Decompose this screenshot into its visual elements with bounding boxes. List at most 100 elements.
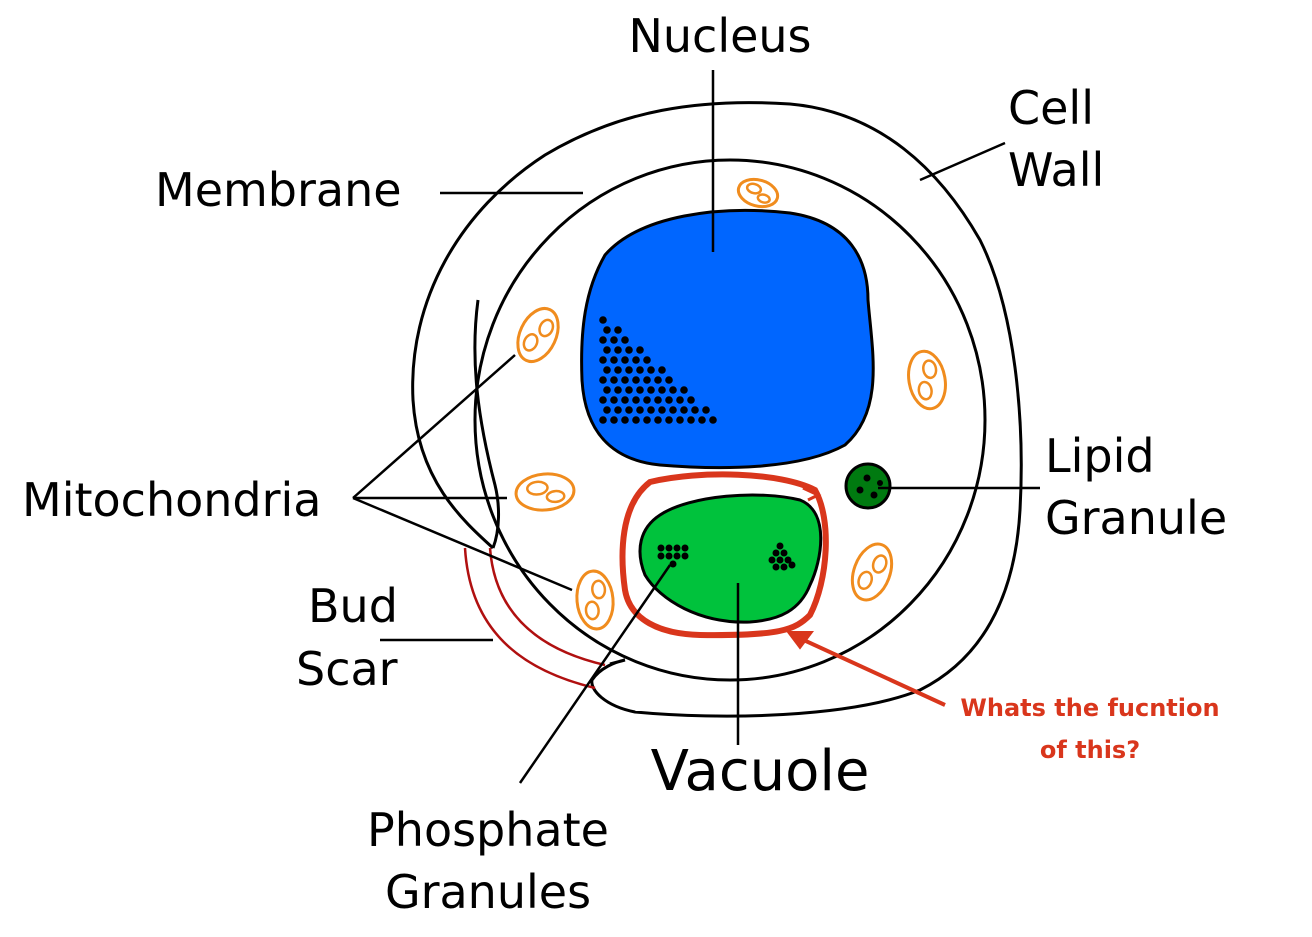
chromatin-dot: [669, 386, 677, 394]
chromatin-dot: [643, 416, 651, 424]
chromatin-dot: [632, 396, 640, 404]
annotation-arrowhead: [786, 631, 814, 650]
chromatin-dot: [636, 346, 644, 354]
label-phosphate-line1: Phosphate: [367, 803, 609, 857]
bud-scar-outer: [463, 547, 596, 690]
chromatin-dot: [680, 406, 688, 414]
phosphate-dot: [681, 544, 689, 552]
chromatin-dot: [665, 416, 673, 424]
chromatin-dot: [621, 356, 629, 364]
phosphate-dot: [665, 544, 673, 552]
mitochondrion: [850, 542, 894, 602]
label-lipid-line2: Granule: [1045, 491, 1227, 545]
chromatin-dot: [658, 366, 666, 374]
label-vacuole: Vacuole: [651, 739, 870, 804]
chromatin-dot: [599, 316, 607, 324]
chromatin-dot: [687, 396, 695, 404]
annotation-tick: [802, 486, 822, 502]
phosphate-dot: [780, 549, 788, 557]
chromatin-dot: [709, 416, 717, 424]
chromatin-dot: [610, 416, 618, 424]
chromatin-dot: [614, 366, 622, 374]
phosphate-dot: [768, 556, 776, 564]
chromatin-dot: [676, 396, 684, 404]
chromatin-dot: [658, 406, 666, 414]
cell-membrane: [473, 158, 987, 682]
chromatin-dot: [621, 416, 629, 424]
chromatin-dot: [654, 416, 662, 424]
chromatin-dot: [647, 366, 655, 374]
chromatin-dot: [687, 416, 695, 424]
phosphate-dot: [772, 563, 780, 571]
phosphate-dot: [681, 552, 689, 560]
phosphate-dot: [776, 542, 784, 550]
mitochondrion: [736, 177, 780, 209]
chromatin-dot: [610, 396, 618, 404]
chromatin-dot: [665, 376, 673, 384]
chromatin-dot: [654, 376, 662, 384]
annotation-arrow-line: [794, 634, 946, 707]
vacuole: [638, 493, 823, 624]
nucleus-chromatin-dots: [599, 316, 717, 424]
phosphate-dot: [784, 556, 792, 564]
chromatin-dot: [625, 386, 633, 394]
chromatin-dot: [636, 366, 644, 374]
lipid-granule: [844, 462, 892, 510]
chromatin-dot: [680, 386, 688, 394]
phosphate-dot: [780, 563, 788, 571]
phosphate-dot: [657, 544, 665, 552]
phosphate-dot: [788, 561, 796, 569]
bud-scar-inner: [488, 547, 606, 667]
lipid-dot: [877, 480, 883, 486]
annotation-text-line1: Whats the fucntion: [960, 694, 1219, 722]
label-membrane: Membrane: [155, 163, 402, 217]
chromatin-dot: [614, 386, 622, 394]
chromatin-dot: [614, 326, 622, 334]
chromatin-dot: [665, 396, 673, 404]
chromatin-dot: [643, 396, 651, 404]
cell-wall-leader: [919, 141, 1006, 182]
chromatin-dot: [647, 386, 655, 394]
chromatin-dot: [632, 376, 640, 384]
chromatin-dot: [643, 356, 651, 364]
chromatin-dot: [702, 406, 710, 414]
chromatin-dot: [610, 356, 618, 364]
cell-wall: [411, 101, 1023, 718]
chromatin-dot: [625, 346, 633, 354]
chromatin-dot: [636, 406, 644, 414]
chromatin-dot: [599, 356, 607, 364]
label-cell-wall-line2: Wall: [1008, 143, 1104, 197]
phosphate-dot: [673, 544, 681, 552]
lipid-dot: [863, 474, 871, 482]
nucleus: [580, 208, 875, 470]
label-cell-wall-line1: Cell: [1008, 81, 1094, 135]
chromatin-dot: [599, 396, 607, 404]
annotation-text-line2: of this?: [1040, 736, 1140, 764]
chromatin-dot: [603, 406, 611, 414]
chromatin-dot: [654, 396, 662, 404]
chromatin-dot: [647, 406, 655, 414]
chromatin-dot: [603, 346, 611, 354]
chromatin-dot: [614, 406, 622, 414]
mitochondrion: [516, 307, 560, 363]
phosphate-dot: [669, 560, 677, 568]
lipid-dot: [856, 486, 864, 494]
mito-leader-1: [352, 354, 516, 499]
chromatin-dot: [625, 406, 633, 414]
phosphate-dot: [776, 556, 784, 564]
chromatin-dot: [632, 416, 640, 424]
mitochondrion: [907, 349, 947, 411]
label-bud-scar-line1: Bud: [308, 579, 398, 633]
chromatin-dot: [625, 366, 633, 374]
chromatin-dot: [643, 376, 651, 384]
phosphate-dot: [657, 552, 665, 560]
phosphate-leader: [518, 564, 672, 784]
chromatin-dot: [669, 406, 677, 414]
chromatin-dot: [691, 406, 699, 414]
chromatin-dot: [599, 376, 607, 384]
phosphate-dot: [673, 552, 681, 560]
chromatin-dot: [603, 386, 611, 394]
chromatin-dot: [632, 356, 640, 364]
mitochondrion: [514, 472, 576, 512]
